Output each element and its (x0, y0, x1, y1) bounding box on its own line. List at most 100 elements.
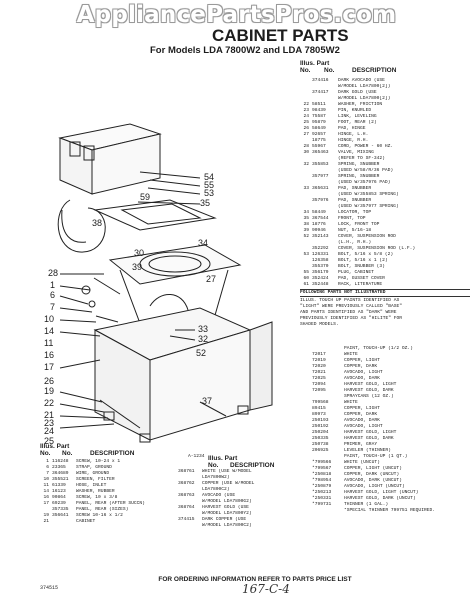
handwritten-note: 167-C-4 (242, 582, 290, 596)
part-number: 356179 (312, 270, 329, 275)
part-number: 18775 (312, 138, 326, 143)
parts-row: PAINT, TOUCH-UP (1/2 OZ.) (300, 346, 470, 352)
header-illus-part: Illus. Part (300, 60, 330, 67)
callout-7: 7 (50, 302, 55, 312)
part-description: WIRE, GROUND (76, 471, 110, 476)
note-line: ILLUS. TOUCH UP PAINTS IDENTIFIED AS (300, 298, 400, 303)
part-description: COPPER, LIGHT (UNCUT) (344, 466, 402, 471)
part-description: BOLT, SNUBBER (3) (338, 264, 385, 269)
sheet-code: 374515 (40, 585, 59, 591)
parts-row: W/MODEL LDA7800Y2) (178, 511, 296, 517)
illus-number: 55 (303, 270, 309, 275)
exploded-cabinet-diagram: 54 55 53 59 35 34 38 39 28 1 6 7 10 14 1… (44, 123, 273, 446)
part-description: COVER, SUSPENSION ROD (338, 234, 396, 239)
part-description: (USED W/357977 SPRING) (338, 204, 399, 209)
part-description: W/MODEL LDA7800Y2) (202, 511, 252, 516)
callout-19: 19 (44, 386, 54, 396)
part-number: 250335 (312, 436, 329, 441)
parts-row: 18775 HINGE, R.H. (300, 138, 470, 144)
part-number: 365631 (312, 186, 329, 191)
part-description: PANEL, REAR (AFTER SUCCN) (76, 501, 145, 506)
callout-21: 21 (44, 410, 54, 420)
illus-number: 27 (303, 132, 309, 137)
callout-16: 16 (44, 350, 54, 360)
callout-32: 32 (198, 334, 208, 344)
part-number: 352143 (312, 234, 329, 239)
callout-23: 23 (44, 418, 54, 428)
part-number: 89415 (312, 406, 326, 411)
parts-row: W/MODEL LDA7800[2]) (300, 84, 470, 90)
part-number: 55967 (312, 144, 326, 149)
part-number: 126358 (312, 258, 329, 263)
header-no-4: No. (62, 450, 73, 457)
note-line: AND PARTS IDENTIFIED AS "DARK" WERE (300, 310, 397, 315)
part-description: AVOCADO, LIGHT (344, 370, 383, 375)
illus-number: 21 (43, 519, 49, 524)
part-number: 352292 (312, 246, 329, 251)
part-description: (USED W/357976 PAD) (338, 180, 391, 185)
illus-number: 25 (303, 120, 309, 125)
illus-number: 7 (46, 471, 49, 476)
part-number: 355521 (52, 477, 69, 482)
part-number: 72017 (312, 352, 326, 357)
part-description: PAD, GUSSET COVER (338, 276, 385, 281)
parts-row: W/MODEL LDA7800[2]) (300, 96, 470, 102)
part-description: W/MODEL LDA7800[2]) (338, 96, 391, 101)
part-description: THINNER (1 GAL.) (344, 502, 389, 507)
header-illus-part-3: Illus. Part (208, 455, 238, 462)
illus-number: 38 (303, 222, 309, 227)
part-description: PLUG, CABINET (338, 270, 374, 275)
part-description: PAD, SNUBBER (338, 186, 372, 191)
parts-row: PAINT, TOUCH-UP (1 QT.) (300, 454, 470, 460)
part-description: HARVEST GOLD, DARK (344, 388, 394, 393)
part-description: PAD, SNUBBER (338, 198, 372, 203)
parts-row: (REFER TO SF-342) (300, 156, 470, 162)
part-description: WHITE (UNCUT) (344, 460, 380, 465)
part-number: 61339 (52, 483, 66, 488)
part-description: DARK AVOCADO (USE (338, 78, 385, 83)
header-description-3: DESCRIPTION (230, 462, 275, 469)
part-description: PAINT, TOUCH-UP (1/2 OZ.) (344, 346, 413, 351)
part-number: 357335 (52, 507, 69, 512)
part-description: STRAP, GROUND (76, 465, 112, 470)
part-number: *250879 (312, 484, 332, 489)
part-description: HINGE, R.H. (338, 138, 369, 143)
note-line: SHADED MODELS. (300, 322, 339, 327)
part-number: 368761 (178, 469, 195, 474)
illus-number: 14 (43, 489, 49, 494)
callout-1: 1 (50, 280, 55, 290)
part-number: 250204 (312, 430, 329, 435)
callout-39: 39 (132, 262, 142, 272)
callout-52: 52 (196, 348, 206, 358)
callout-14: 14 (44, 326, 54, 336)
note-line: "LIGHT" WERE PREVIOUSLY CALLED "BASE" (300, 304, 402, 309)
part-number: 374416 (312, 78, 329, 83)
parts-row: (USED W/357977 SPRING) (300, 204, 470, 210)
part-number: 355370 (312, 264, 329, 269)
part-description: PAD, HINGE (338, 126, 366, 131)
callout-38: 38 (92, 218, 102, 228)
